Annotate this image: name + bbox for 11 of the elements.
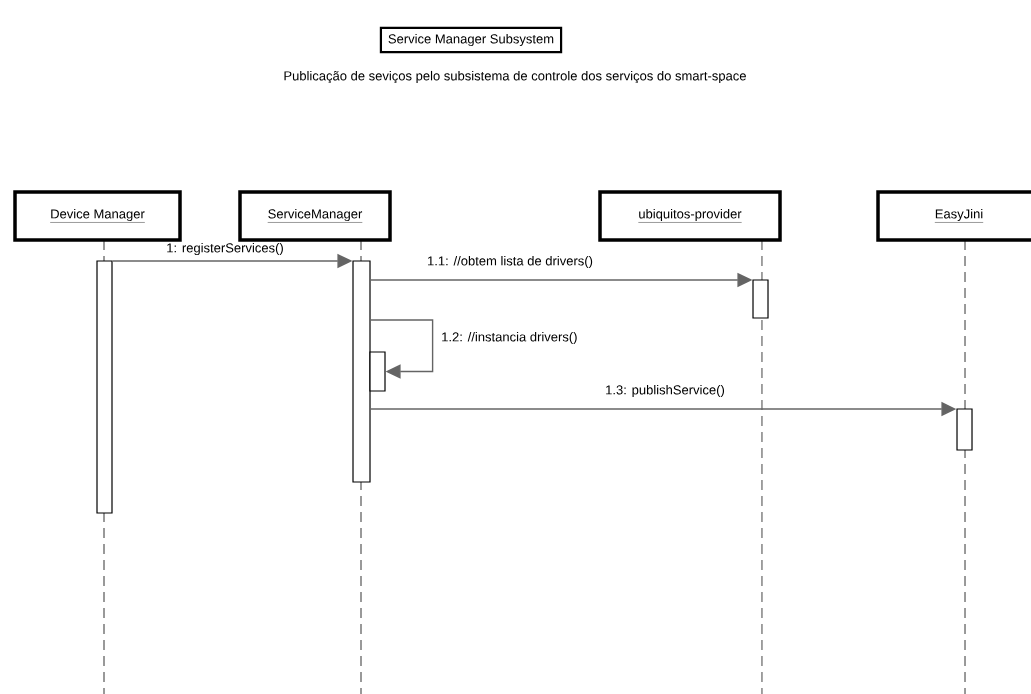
- activation-bar: [956, 408, 973, 451]
- subtitle: Publicação de seviços pelo subsistema de controle dos serviços do smart-space: [284, 70, 746, 84]
- object-box: ubiquitos-provider: [598, 190, 782, 242]
- activation-bar: [96, 260, 113, 514]
- object-box: Device Manager: [13, 190, 182, 242]
- activation-bar: [752, 279, 769, 319]
- title-box: Service Manager Subsystem: [379, 26, 563, 54]
- activation-bar: [369, 351, 386, 392]
- object-box: ServiceManager: [238, 190, 392, 242]
- message-arrow: [369, 319, 434, 379]
- object-box: EasyJini: [876, 190, 1031, 242]
